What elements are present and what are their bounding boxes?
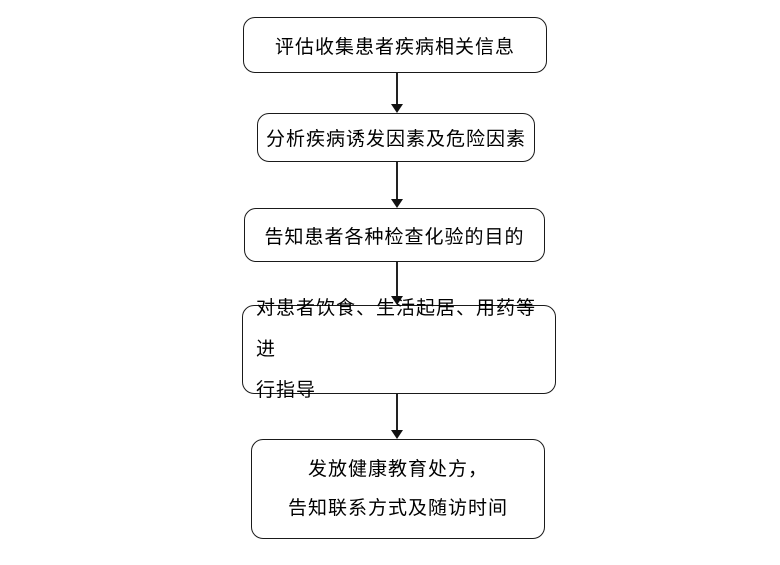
arrow-connector-line bbox=[396, 394, 398, 430]
arrow-down-icon bbox=[391, 430, 403, 439]
flow-node-step-1: 评估收集患者疾病相关信息 bbox=[243, 17, 547, 73]
flow-node-text: 告知联系方式及随访时间 bbox=[287, 498, 508, 519]
flow-node-text: 发放健康教育处方， bbox=[307, 459, 488, 480]
arrow-down-icon bbox=[391, 199, 403, 208]
flow-node-step-2: 分析疾病诱发因素及危险因素 bbox=[257, 113, 535, 162]
flow-node-text: 评估收集患者疾病相关信息 bbox=[274, 36, 515, 58]
flow-node-step-3: 告知患者各种检查化验的目的 bbox=[244, 208, 545, 262]
arrow-down-icon bbox=[391, 296, 403, 305]
flow-node-text: 行指导 bbox=[256, 380, 317, 401]
flow-node-text: 分析疾病诱发因素及危险因素 bbox=[265, 129, 526, 150]
arrow-connector-line bbox=[396, 262, 398, 296]
arrow-connector-line bbox=[396, 73, 398, 104]
flow-node-text: 告知患者各种检查化验的目的 bbox=[264, 226, 525, 248]
flow-node-step-4: 对患者饮食、生活起居、用药等进 行指导 bbox=[242, 298, 556, 401]
arrow-connector-line bbox=[396, 162, 398, 199]
arrow-down-icon bbox=[391, 104, 403, 113]
flow-node-step-5: 发放健康教育处方， 告知联系方式及随访时间 bbox=[251, 439, 545, 539]
flow-node-text: 对患者饮食、生活起居、用药等进 bbox=[256, 298, 537, 360]
